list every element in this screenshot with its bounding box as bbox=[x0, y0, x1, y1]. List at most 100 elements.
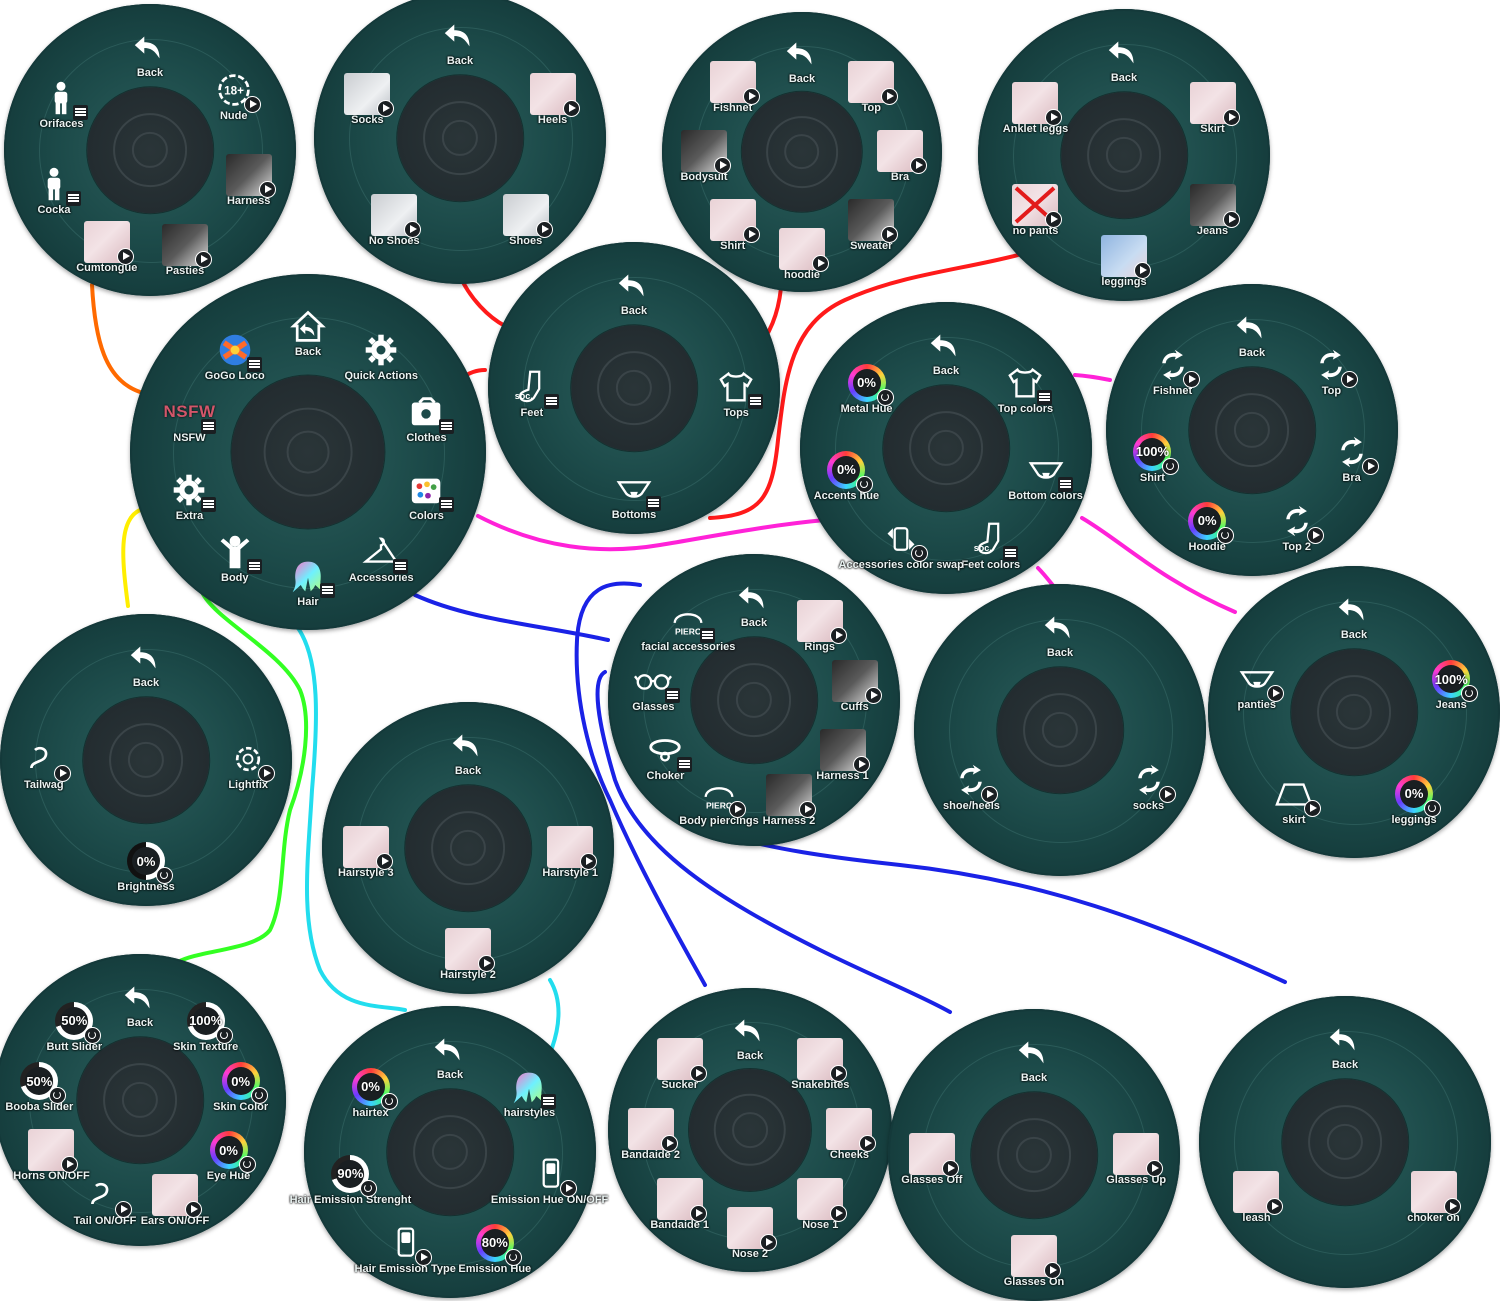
menu-item-emission-hue-on-off[interactable]: Emission Hue ON/OFF bbox=[491, 1144, 608, 1206]
menu-item-jeans[interactable]: 100%Jeans bbox=[1415, 649, 1487, 711]
menu-item-back[interactable]: Back bbox=[1309, 1009, 1381, 1071]
menu-center-hub[interactable] bbox=[1282, 1079, 1408, 1205]
menu-item-choker[interactable]: Choker bbox=[629, 720, 701, 782]
menu-center-hub[interactable] bbox=[883, 385, 1009, 511]
menu-item-harness-1[interactable]: Harness 1 bbox=[807, 720, 879, 782]
menu-item-bottom-colors[interactable]: Bottom colors bbox=[1008, 440, 1083, 502]
menu-item-accents-hue[interactable]: 0%Accents hue bbox=[810, 440, 882, 502]
menu-center-hub[interactable] bbox=[571, 325, 697, 451]
menu-item-cumtongue[interactable]: Cumtongue bbox=[71, 212, 143, 274]
menu-item-pasties[interactable]: Pasties bbox=[149, 215, 221, 277]
menu-item-body[interactable]: Body bbox=[199, 522, 271, 584]
menu-item-hairstyles[interactable]: hairstyles bbox=[493, 1057, 565, 1119]
menu-item-back[interactable]: Back bbox=[1318, 579, 1390, 641]
menu-item-hoodie[interactable]: hoodie bbox=[766, 219, 838, 281]
menu-item-cheeks[interactable]: Cheeks bbox=[813, 1099, 885, 1161]
menu-item-emission-hue[interactable]: 80%Emission Hue bbox=[458, 1213, 531, 1275]
menu-item-leash[interactable]: leash bbox=[1220, 1162, 1292, 1224]
menu-item-top-colors[interactable]: Top colors bbox=[989, 353, 1061, 415]
menu-item-eye-hue[interactable]: 0%Eye Hue bbox=[193, 1120, 265, 1182]
menu-item-sucker[interactable]: Sucker bbox=[644, 1029, 716, 1091]
menu-item-back[interactable]: Back bbox=[1024, 597, 1096, 659]
menu-item-accessories[interactable]: Accessories bbox=[345, 522, 417, 584]
menu-center-hub[interactable] bbox=[231, 375, 385, 529]
menu-item-back[interactable]: Back bbox=[598, 255, 670, 317]
menu-center-hub[interactable] bbox=[1061, 92, 1187, 218]
menu-item-accessories-color-swap[interactable]: Accessories color swap bbox=[839, 509, 964, 571]
menu-center-hub[interactable] bbox=[405, 785, 531, 911]
menu-item-leggings[interactable]: 0%leggings bbox=[1378, 764, 1450, 826]
menu-item-back[interactable]: Back bbox=[714, 1000, 786, 1062]
menu-item-feet-colors[interactable]: soc.Feet colors bbox=[955, 509, 1027, 571]
menu-center-hub[interactable] bbox=[77, 1037, 203, 1163]
menu-item-clothes[interactable]: Clothes bbox=[391, 382, 463, 444]
menu-center-hub[interactable] bbox=[397, 75, 523, 201]
menu-item-bandaide-1[interactable]: Bandaide 1 bbox=[644, 1169, 716, 1231]
menu-item-tail-on-off[interactable]: Tail ON/OFF bbox=[69, 1165, 141, 1227]
menu-item-sweater[interactable]: Sweater bbox=[835, 190, 907, 252]
menu-item-tailwag[interactable]: Tailwag bbox=[8, 729, 80, 791]
menu-item-back[interactable]: Back bbox=[718, 567, 790, 629]
menu-item-hairtex[interactable]: 0%hairtex bbox=[335, 1057, 407, 1119]
menu-item-bandaide-2[interactable]: Bandaide 2 bbox=[615, 1099, 687, 1161]
menu-item-harness-2[interactable]: Harness 2 bbox=[753, 765, 825, 827]
menu-center-hub[interactable] bbox=[971, 1092, 1097, 1218]
menu-center-hub[interactable] bbox=[1291, 649, 1417, 775]
menu-item-bottoms[interactable]: Bottoms bbox=[598, 459, 670, 521]
menu-item-nose-1[interactable]: Nose 1 bbox=[784, 1169, 856, 1231]
menu-item-snakebites[interactable]: Snakebites bbox=[784, 1029, 856, 1091]
menu-item-back[interactable]: Back bbox=[114, 17, 186, 79]
menu-item-back[interactable]: Back bbox=[432, 715, 504, 777]
menu-item-skin-texture[interactable]: 100%Skin Texture bbox=[170, 991, 242, 1053]
menu-center-hub[interactable] bbox=[1189, 367, 1315, 493]
menu-center-hub[interactable] bbox=[691, 637, 817, 763]
menu-item-no-shoes[interactable]: No Shoes bbox=[358, 185, 430, 247]
menu-center-hub[interactable] bbox=[83, 697, 209, 823]
menu-item-glasses[interactable]: Glasses bbox=[617, 651, 689, 713]
menu-item-top[interactable]: Top bbox=[1295, 335, 1367, 397]
menu-item-nose-2[interactable]: Nose 2 bbox=[714, 1198, 786, 1260]
menu-item-hair-emission-type[interactable]: Hair Emission Type bbox=[355, 1213, 456, 1275]
menu-item-shoes[interactable]: Shoes bbox=[490, 185, 562, 247]
menu-item-back[interactable]: Back bbox=[910, 315, 982, 377]
menu-item-top-2[interactable]: Top 2 bbox=[1261, 491, 1333, 553]
menu-item-back[interactable]: Back bbox=[998, 1022, 1070, 1084]
menu-item-hairstyle-2[interactable]: Hairstyle 2 bbox=[432, 919, 504, 981]
menu-item-anklet-leggs[interactable]: Anklet leggs bbox=[999, 73, 1071, 135]
menu-item-butt-slider[interactable]: 50%Butt Slider bbox=[38, 991, 110, 1053]
menu-item-skin-color[interactable]: 0%Skin Color bbox=[205, 1051, 277, 1113]
menu-item-bodysuit[interactable]: Bodysuit bbox=[668, 121, 740, 183]
menu-item-glasses-up[interactable]: Glasses Up bbox=[1100, 1124, 1172, 1186]
menu-item-colors[interactable]: Colors bbox=[391, 460, 463, 522]
menu-item-orifaces[interactable]: Orifaces bbox=[25, 68, 97, 130]
menu-item-extra[interactable]: Extra bbox=[153, 460, 225, 522]
menu-item-bra[interactable]: Bra bbox=[864, 121, 936, 183]
menu-item-jeans[interactable]: Jeans bbox=[1177, 175, 1249, 237]
menu-item-tops[interactable]: Tops bbox=[700, 357, 772, 419]
menu-item-nude[interactable]: 18+Nude bbox=[198, 60, 270, 122]
menu-item-shirt[interactable]: Shirt bbox=[697, 190, 769, 252]
menu-item-rings[interactable]: Rings bbox=[784, 591, 856, 653]
menu-center-hub[interactable] bbox=[997, 667, 1123, 793]
menu-item-skirt[interactable]: skirt bbox=[1258, 764, 1330, 826]
menu-item-back[interactable]: Back bbox=[272, 296, 344, 358]
menu-item-glasses-off[interactable]: Glasses Off bbox=[896, 1124, 968, 1186]
menu-item-glasses-on[interactable]: Glasses On bbox=[998, 1226, 1070, 1288]
menu-item-shirt[interactable]: 100%Shirt bbox=[1116, 422, 1188, 484]
menu-item-harness[interactable]: Harness bbox=[213, 145, 285, 207]
menu-item-choker-on[interactable]: choker on bbox=[1398, 1162, 1470, 1224]
menu-item-no-pants[interactable]: no pants bbox=[999, 175, 1071, 237]
menu-item-hair[interactable]: Hair bbox=[272, 546, 344, 608]
menu-center-hub[interactable] bbox=[688, 1068, 812, 1192]
menu-item-quick-actions[interactable]: Quick Actions bbox=[344, 320, 418, 382]
menu-item-gogo-loco[interactable]: GoGo Loco bbox=[199, 320, 271, 382]
menu-item-horns-on-off[interactable]: Horns ON/OFF bbox=[13, 1120, 90, 1182]
menu-item-booba-slider[interactable]: 50%Booba Slider bbox=[3, 1051, 75, 1113]
menu-item-back[interactable]: Back bbox=[424, 5, 496, 67]
menu-item-leggings[interactable]: leggings bbox=[1088, 226, 1160, 288]
menu-item-skirt[interactable]: Skirt bbox=[1177, 73, 1249, 135]
menu-item-feet[interactable]: soc.Feet bbox=[496, 357, 568, 419]
menu-item-socks[interactable]: Socks bbox=[331, 64, 403, 126]
